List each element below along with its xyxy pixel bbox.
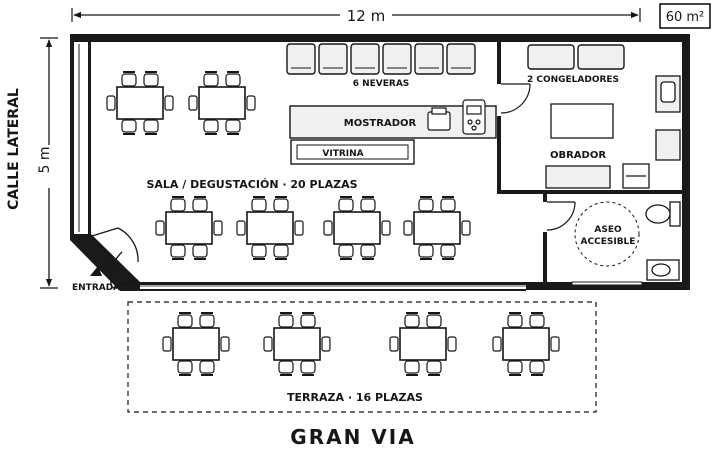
toilet-icon	[645, 201, 681, 227]
side-street-label: CALLE LATERAL	[6, 88, 22, 210]
entrance-arrow-icon	[90, 266, 102, 276]
street-title: GRAN VIA	[290, 425, 415, 449]
freezers	[527, 44, 625, 70]
table-set	[188, 71, 256, 135]
exterior-walls	[70, 34, 690, 291]
interior-walls	[497, 42, 682, 288]
kitchen-equipment	[545, 75, 681, 189]
height-label: 5 m	[37, 147, 53, 174]
display-case-label: VITRINA	[322, 149, 363, 159]
counter-label: MOSTRADOR	[344, 118, 417, 129]
entrance-label: ENTRADA	[72, 283, 120, 293]
area-badge: 60 m²	[659, 3, 711, 29]
turning-circle	[574, 201, 640, 267]
table-set	[106, 71, 174, 135]
refrigerators	[286, 43, 476, 75]
sala-label: SALA / DEGUSTACIÓN · 20 PLAZAS	[146, 178, 357, 191]
table-set	[236, 196, 304, 260]
table-set	[162, 312, 230, 376]
tables	[106, 71, 560, 376]
obrador-door	[500, 83, 531, 114]
freezers-label: 2 CONGELADORES	[527, 75, 619, 85]
table-set	[155, 196, 223, 260]
aseo-label-line1: ASEO	[594, 225, 622, 235]
counter	[289, 99, 497, 139]
width-label: 12 m	[347, 7, 385, 25]
table-set	[403, 196, 471, 260]
washbasin-icon	[646, 259, 680, 281]
table-set	[492, 312, 560, 376]
aseo-label-line2: ACCESIBLE	[581, 237, 636, 247]
terrace-area	[127, 301, 597, 413]
table-set	[323, 196, 391, 260]
table-set	[389, 312, 457, 376]
height-dimension: 5 m	[37, 37, 58, 289]
obrador-label: OBRADOR	[550, 150, 606, 161]
register-icon	[427, 99, 486, 135]
width-dimension: 12 m	[71, 7, 641, 25]
refrigerators-label: 6 NEVERAS	[353, 79, 410, 89]
table-set	[263, 312, 331, 376]
entrance-door	[91, 227, 139, 289]
area-label: 60 m²	[666, 10, 705, 25]
aseo-door	[546, 201, 576, 231]
display-case	[290, 139, 415, 165]
terraza-label: TERRAZA · 16 PLAZAS	[287, 391, 423, 404]
